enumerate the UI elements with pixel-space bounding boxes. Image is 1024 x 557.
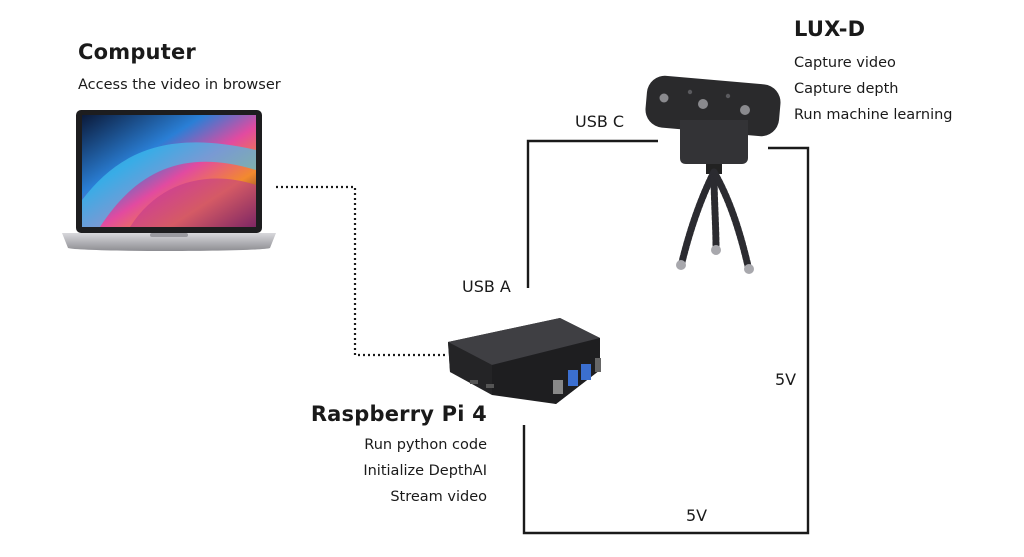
power-5v-label-right: 5V (775, 370, 797, 389)
computer-line: Access the video in browser (78, 77, 281, 93)
usb-a-label: USB A (462, 277, 511, 296)
raspberry-description: Run python code Initialize DepthAI Strea… (363, 432, 487, 510)
camera-device-icon (645, 75, 781, 274)
network-link-dotted (276, 185, 447, 357)
raspberry-line: Initialize DepthAI (363, 463, 487, 479)
power-5v-label-bottom: 5V (686, 506, 708, 525)
luxd-line: Capture depth (794, 81, 899, 97)
luxd-line: Run machine learning (794, 107, 953, 123)
raspberry-line: Stream video (390, 489, 487, 505)
luxd-description: Capture video Capture depth Run machine … (794, 50, 953, 128)
usb-cable-line (526, 139, 658, 288)
computer-description: Access the video in browser (78, 72, 281, 98)
computer-title: Computer (78, 40, 196, 64)
raspberry-pi-case-icon (448, 318, 601, 404)
laptop-icon (62, 110, 276, 251)
luxd-title: LUX-D (794, 17, 866, 41)
power-cable-line (522, 146, 810, 535)
luxd-line: Capture video (794, 55, 896, 71)
raspberry-title: Raspberry Pi 4 (310, 402, 487, 426)
usb-c-label: USB C (575, 112, 625, 131)
raspberry-line: Run python code (364, 437, 487, 453)
